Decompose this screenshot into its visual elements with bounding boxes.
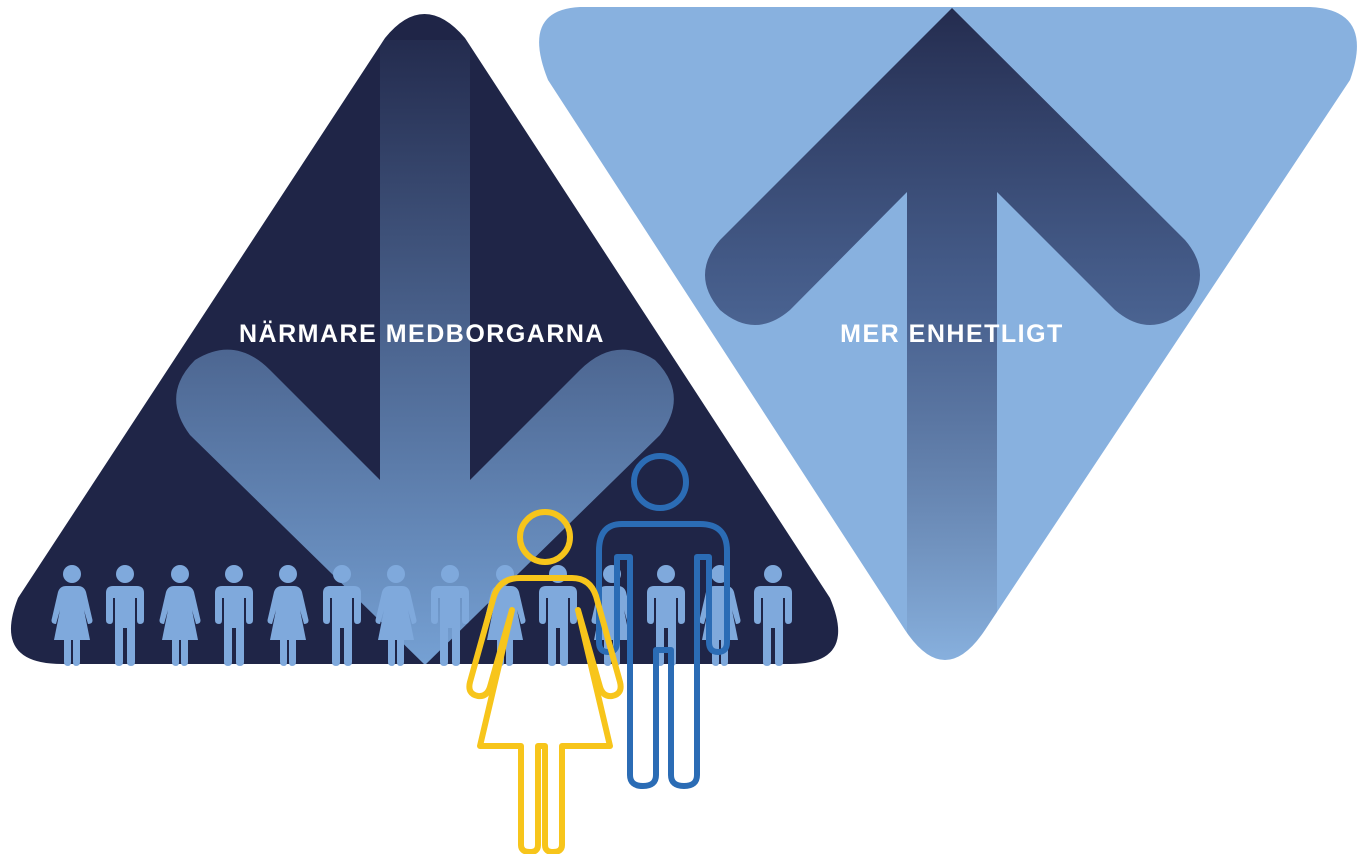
label-closer-to-citizens: NÄRMARE MEDBORGARNA [239, 320, 605, 348]
label-more-uniform: MER ENHETLIGT [840, 320, 1064, 348]
man-icon [596, 453, 730, 789]
woman-icon [466, 509, 624, 854]
arrow-up-icon [705, 8, 1200, 660]
arrow-down-icon [176, 40, 674, 664]
